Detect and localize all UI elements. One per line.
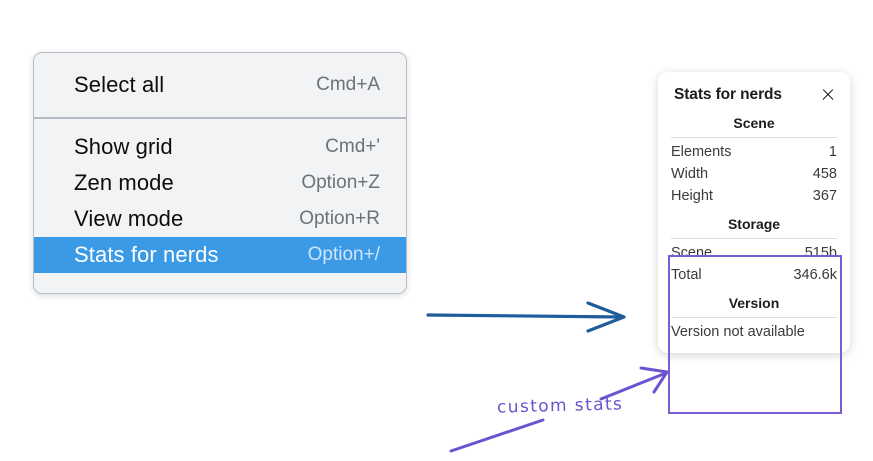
stats-for-nerds-panel[interactable]: Stats for nerds Scene Elements 1 Width 4… — [658, 72, 850, 353]
stat-value: 346.6k — [793, 267, 837, 283]
stats-section-version: Version Version not available — [658, 286, 850, 343]
stat-value: 458 — [812, 166, 837, 182]
stat-value: 1 — [828, 144, 837, 160]
section-rule — [671, 317, 837, 318]
stats-panel-title: Stats for nerds — [674, 86, 782, 103]
section-title: Storage — [727, 216, 781, 232]
annotation-note-custom-stats: custom stats — [496, 394, 624, 418]
section-rule — [671, 137, 837, 138]
section-rule — [671, 238, 837, 239]
purple-underline-stroke — [449, 418, 545, 453]
stat-key: Version not available — [671, 324, 805, 340]
stat-row: Height 367 — [671, 185, 837, 207]
menu-group-1: Select all Cmd+A — [34, 53, 406, 117]
menu-item-show-grid[interactable]: Show grid Cmd+' — [34, 129, 406, 165]
menu-group-2: Show grid Cmd+' Zen mode Option+Z View m… — [34, 119, 406, 281]
menu-item-label: View mode — [74, 206, 184, 231]
stats-panel-header: Stats for nerds — [658, 84, 850, 106]
menu-item-label: Select all — [74, 72, 165, 97]
menu-item-label: Stats for nerds — [74, 242, 219, 267]
stat-key: Width — [671, 166, 709, 182]
menu-item-zen-mode[interactable]: Zen mode Option+Z — [34, 165, 406, 201]
stats-section-storage: Storage Scene 515b Total 346.6k — [658, 207, 850, 286]
stat-row: Total 346.6k — [671, 264, 837, 286]
context-menu[interactable]: Select all Cmd+A Show grid Cmd+' Zen mod… — [33, 52, 407, 294]
menu-bottom-padding — [34, 281, 406, 293]
stat-value: 515b — [804, 245, 837, 261]
stats-section-scene: Scene Elements 1 Width 458 Height 367 — [658, 106, 850, 207]
section-title: Version — [728, 295, 780, 311]
menu-item-view-mode[interactable]: View mode Option+R — [34, 201, 406, 237]
stat-key: Total — [671, 267, 702, 283]
stat-key: Scene — [671, 245, 713, 261]
stat-row: Elements 1 — [671, 141, 837, 163]
menu-item-select-all[interactable]: Select all Cmd+A — [34, 67, 406, 103]
blue-arrow — [426, 301, 626, 333]
menu-item-shortcut: Cmd+' — [325, 136, 380, 157]
menu-item-stats-for-nerds[interactable]: Stats for nerds Option+/ — [34, 237, 406, 273]
stat-row: Version not available — [671, 321, 837, 343]
menu-item-shortcut: Option+/ — [307, 244, 380, 265]
stat-key: Height — [671, 188, 713, 204]
stat-row: Scene 515b — [671, 242, 837, 264]
stat-row: Width 458 — [671, 163, 837, 185]
stat-value: 367 — [812, 188, 837, 204]
menu-item-label: Zen mode — [74, 170, 174, 195]
stat-key: Elements — [671, 144, 732, 160]
menu-item-shortcut: Cmd+A — [316, 74, 380, 95]
menu-item-shortcut: Option+Z — [301, 172, 380, 193]
menu-item-label: Show grid — [74, 134, 173, 159]
menu-divider — [34, 117, 406, 119]
menu-item-shortcut: Option+R — [299, 208, 380, 229]
section-title: Scene — [733, 115, 775, 131]
close-icon[interactable] — [820, 87, 836, 103]
